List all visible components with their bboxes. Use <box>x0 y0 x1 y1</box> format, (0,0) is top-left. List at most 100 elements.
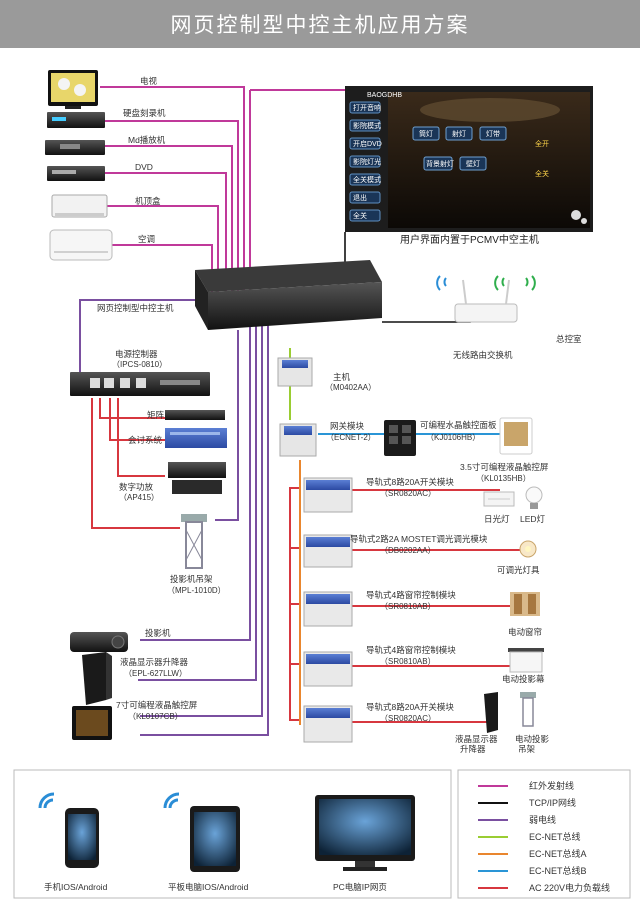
module-4-model: （SR0810AB） <box>380 657 436 666</box>
monitor-icon <box>315 795 415 871</box>
legend-label-7: AC 220V电力负载线 <box>529 882 610 893</box>
module-5-model: （SR0820AC） <box>380 714 436 723</box>
sun-lamp-icon <box>483 491 515 507</box>
matrix-label: 矩阵 <box>147 410 165 420</box>
hmi-side-buttons: 打开音响 影院模式 开启DVD 影院灯光 全关模式 退出 全关 <box>349 101 382 222</box>
tablet-icon <box>190 806 240 872</box>
module-1-model: （SR0820AC） <box>380 489 436 498</box>
proj-hanger-label-1: 电动投影 <box>515 734 550 744</box>
amplifier-model: （AP415） <box>119 493 159 502</box>
device-labels: 电视 硬盘刻录机 Md播放机 DVD 机顶盒 空调 <box>123 76 166 244</box>
main-host-device <box>195 260 382 330</box>
bus-host-device <box>277 357 313 387</box>
tv-device <box>48 70 98 109</box>
hmi-btn-wall: 壁灯 <box>466 159 480 168</box>
wifi-icon-2 <box>163 792 180 809</box>
air-conditioner-device <box>49 229 113 261</box>
wifi-signal-icon <box>436 275 536 291</box>
hmi-btn-downlight: 筒灯 <box>419 129 433 138</box>
amplifier-label: 数字功放 <box>119 482 154 492</box>
dvr-label: 硬盘刻录机 <box>123 108 166 118</box>
projector-lift-label: 投影机吊架 <box>170 574 213 584</box>
module-3-model: （SR0810AB） <box>380 602 436 611</box>
bus-host-model: （M0402AA） <box>325 383 376 392</box>
legend-label-5: EC-NET总线A <box>529 848 587 859</box>
hmi-side-btn-6: 退出 <box>353 193 367 202</box>
conference-device <box>165 428 227 448</box>
touch35-label: 3.5寸可编程液晶触控屏 <box>460 462 549 472</box>
projector-hanger-icon <box>520 692 536 727</box>
lcd-lift-device <box>82 652 112 705</box>
hmi-btn-all-on: 全开 <box>535 139 549 148</box>
dimmable-lamp-label: 可调光灯具 <box>497 565 540 575</box>
projector-lift-device <box>181 514 207 569</box>
weak-current-lines <box>79 299 269 736</box>
dvd-device <box>47 166 105 181</box>
hmi-side-btn-1: 打开音响 <box>353 103 381 112</box>
ac-power-lines <box>91 398 520 723</box>
conference-label: 会讨系统 <box>128 435 163 445</box>
rail-module-3 <box>303 591 353 627</box>
md-player-device <box>45 140 105 155</box>
proj-hanger-label-2: 吊架 <box>518 744 536 754</box>
module-5-label: 导轨式8路20A开关模块 <box>366 702 454 712</box>
module-4-label: 导轨式4路窗帘控制模块 <box>366 645 456 655</box>
touch7-device <box>72 706 112 740</box>
gateway-device <box>279 423 317 457</box>
system-diagram: 电视 硬盘刻录机 Md播放机 DVD 机顶盒 空调 BAOGDHB 打开音响 影… <box>13 70 631 899</box>
crystal-panel-model: （KJ0106HB） <box>426 433 480 442</box>
main-host-label: 网页控制型中控主机 <box>97 303 174 313</box>
touch35-device <box>499 417 533 455</box>
client-phone-label: 手机IOS/Android <box>44 882 108 892</box>
hmi-btn-strip: 灯带 <box>486 129 500 138</box>
client-tablet-label: 平板电脑IOS/Android <box>168 882 249 892</box>
router-label: 无线路由交换机 <box>453 350 513 360</box>
rail-module-2 <box>303 534 353 568</box>
control-room-label: 总控室 <box>556 334 582 344</box>
power-controller-label: 电源控制器 <box>115 349 158 359</box>
dvd-label: DVD <box>135 162 153 172</box>
hmi-btn-all-off: 全关 <box>535 169 549 178</box>
wifi-router <box>454 279 518 323</box>
crystal-panel-device <box>384 420 416 456</box>
hmi-screen: BAOGDHB 打开音响 影院模式 开启DVD 影院灯光 全关模式 退出 全关 … <box>345 86 593 232</box>
touch35-model: （KL0135HB） <box>476 474 531 483</box>
module-1-label: 导轨式8路20A开关模块 <box>366 477 454 487</box>
lcd-lift-small-icon <box>484 692 498 733</box>
hmi-btn-bg-spot: 背景射灯 <box>426 159 454 168</box>
ir-lines <box>100 86 345 300</box>
legend-label-4: EC-NET总线 <box>529 831 581 842</box>
matrix-device <box>165 410 225 420</box>
lcd-lift-small-label-1: 液晶显示器 <box>455 734 498 744</box>
set-top-box-device <box>51 194 108 218</box>
gateway-label: 网关模块 <box>330 421 365 431</box>
tv-label: 电视 <box>140 76 158 86</box>
led-lamp-label: LED灯 <box>520 514 546 524</box>
hmi-btn-spotlight: 射灯 <box>452 129 466 138</box>
gateway-model: （ECNET-2） <box>326 433 376 442</box>
hmi-center-buttons: 筒灯 射灯 灯带 背景射灯 壁灯 <box>412 126 507 171</box>
set-top-box-label: 机顶盒 <box>135 196 161 206</box>
hmi-caption: 用户界面内置于PCMV中空主机 <box>400 233 539 246</box>
lcd-lift-label: 液晶显示器升降器 <box>120 657 189 667</box>
sun-lamp-label: 日光灯 <box>484 514 510 524</box>
lcd-lift-model: （EPL-627LLW） <box>124 669 187 678</box>
page-title: 网页控制型中控主机应用方案 <box>0 0 640 48</box>
hmi-side-btn-4: 影院灯光 <box>353 157 381 166</box>
smartphone-icon <box>65 808 99 868</box>
curtain-label: 电动窗帘 <box>508 627 542 637</box>
projector-lift-model: （MPL-1010D） <box>167 586 226 595</box>
power-controller-model: （IPCS-0810） <box>112 360 167 369</box>
wifi-icon <box>38 792 55 809</box>
module-2-model: （DB0202AA） <box>380 546 436 555</box>
projection-screen-icon <box>508 648 544 673</box>
power-controller-device <box>70 372 210 396</box>
touch7-label: 7寸可编程液晶触控屏 <box>116 700 198 710</box>
led-bulb-icon <box>525 486 543 509</box>
projection-screen-label: 电动投影幕 <box>502 674 545 684</box>
md-player-label: Md播放机 <box>128 135 166 145</box>
module-2-label: 导轨式2路2A MOSTET调光调光模块 <box>350 534 488 544</box>
crystal-panel-label: 可编程水晶触控面板 <box>420 420 497 430</box>
legend-label-3: 弱电线 <box>529 814 556 825</box>
dimmable-lamp-icon <box>519 540 537 558</box>
